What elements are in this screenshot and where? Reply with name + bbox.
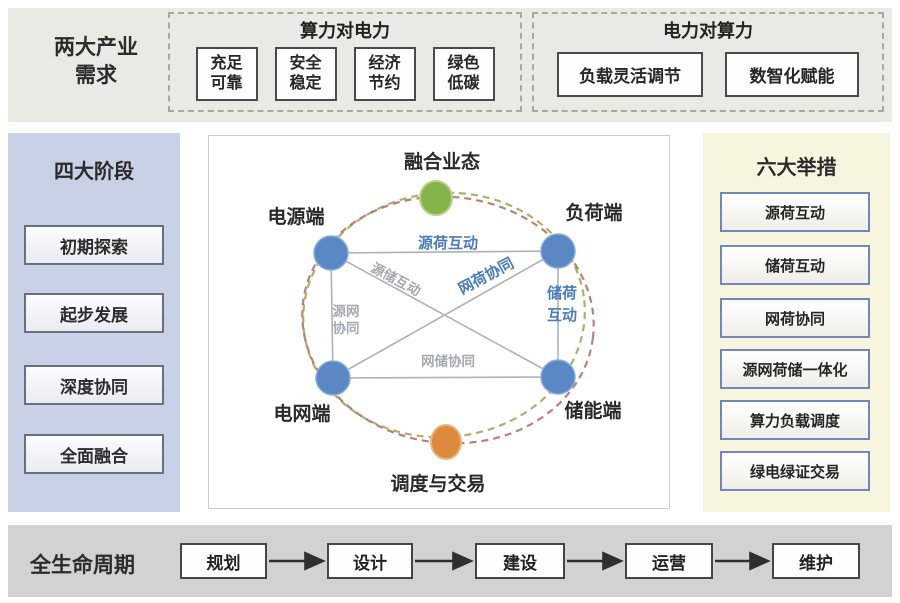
dispatch-label: 调度与交易 [390, 472, 485, 495]
group-power-to-computing-title: 电力对算力 [663, 21, 753, 41]
power-source-node [313, 235, 349, 271]
stage-box: 初期探索 [24, 225, 164, 265]
requirement-text: 安全 [289, 55, 322, 72]
edge-label-source-grid-line2: 协同 [333, 320, 360, 336]
load-node [540, 233, 576, 269]
edge-label-storage-load-line2: 互动 [547, 306, 577, 324]
orbit-ellipse-red [301, 195, 595, 445]
edge-line-left [330, 252, 334, 379]
requirement-text: 稳定 [289, 75, 322, 92]
storage-label: 储能端 [564, 399, 621, 422]
requirement-box: 安全 稳定 [274, 47, 337, 101]
requirement-box: 充足 可靠 [195, 47, 258, 101]
lifecycle-step: 运营 [625, 543, 713, 579]
lifecycle-step: 维护 [772, 543, 860, 579]
edge-label-storage-load-line1: 储荷 [547, 284, 577, 302]
requirement-box: 经济 节约 [353, 47, 416, 101]
edge-line-top [330, 250, 559, 254]
requirement-text: 绿色 [447, 55, 480, 72]
edge-label-grid-storage: 网储协同 [421, 353, 475, 369]
group-computing-to-power-title: 算力对电力 [300, 21, 390, 41]
dispatch-node [430, 424, 462, 460]
four-stages-panel: 四大阶段 初期探索 起步发展 深度协同 全面融合 [8, 133, 180, 512]
top-band-title-line2: 需求 [75, 64, 117, 88]
measure-box: 源网荷储一体化 [720, 349, 870, 389]
requirement-text: 低碳 [447, 75, 480, 92]
six-measures-title: 六大举措 [756, 157, 837, 179]
group-computing-to-power: 算力对电力 充足 可靠 安全 稳定 经济 节约 绿色 低碳 [168, 12, 522, 112]
lifecycle-band: 全生命周期 规划 设计 建设 运营 维护 [8, 525, 892, 597]
requirement-box: 数智化赋能 [725, 52, 859, 97]
requirement-text: 节约 [368, 75, 401, 92]
lifecycle-step: 规划 [180, 543, 267, 579]
requirement-text: 可靠 [210, 75, 243, 92]
top-band-title: 两大产业 需求 [22, 34, 170, 91]
group-computing-to-power-items: 充足 可靠 安全 稳定 经济 节约 绿色 低碳 [170, 47, 520, 101]
load-label: 负荷端 [565, 201, 622, 224]
requirement-text: 经济 [368, 55, 401, 72]
requirement-box: 负载灵活调节 [557, 52, 703, 97]
measure-box: 储荷互动 [720, 245, 870, 285]
group-power-to-computing-items: 负载灵活调节 数智化赋能 [534, 52, 882, 97]
top-band-title-line1: 两大产业 [54, 36, 138, 59]
edge-label-source-grid-line1: 源网 [333, 303, 360, 319]
lifecycle-title: 全生命周期 [30, 554, 135, 577]
fusion-node-label: 融合业态 [404, 150, 480, 173]
edge-label-source-load: 源荷互动 [418, 234, 478, 252]
lifecycle-arrows [269, 551, 771, 571]
grid-label: 电网端 [273, 402, 330, 425]
six-measures-panel: 六大举措 源荷互动 储荷互动 网荷协同 源网荷储一体化 算力负载调度 绿电绿证交… [703, 133, 890, 512]
measure-box: 算力负载调度 [720, 400, 870, 440]
lifecycle-step: 设计 [327, 543, 413, 579]
stage-box: 深度协同 [24, 365, 164, 405]
grid-node [315, 360, 351, 396]
stage-box: 起步发展 [24, 293, 164, 333]
edge-line-bottom [332, 376, 559, 379]
measure-box: 网荷协同 [720, 298, 870, 338]
lifecycle-step: 建设 [475, 543, 565, 579]
stage-box: 全面融合 [24, 434, 164, 474]
storage-node [540, 359, 576, 395]
group-power-to-computing: 电力对算力 负载灵活调节 数智化赋能 [532, 12, 884, 112]
fusion-diagram: 融合业态 电源端 负荷端 电网端 储能端 调度与交易 源荷互动 源储互动 网荷协… [267, 150, 622, 495]
power-source-label: 电源端 [267, 205, 324, 228]
four-stages-title: 四大阶段 [54, 161, 134, 183]
requirement-text: 充足 [210, 55, 243, 72]
fusion-node [419, 180, 453, 216]
edge-line-diag-up [332, 250, 559, 379]
measure-box: 绿电绿证交易 [720, 451, 870, 491]
top-requirements-band: 两大产业 需求 算力对电力 充足 可靠 安全 稳定 经济 节约 绿色 [8, 8, 892, 122]
requirement-box: 绿色 低碳 [432, 47, 495, 101]
measure-box: 源荷互动 [720, 192, 870, 232]
fusion-diagram-panel: 融合业态 电源端 负荷端 电网端 储能端 调度与交易 源荷互动 源储互动 网荷协… [208, 135, 670, 509]
edge-label-source-storage: 源储互动 [368, 259, 424, 299]
